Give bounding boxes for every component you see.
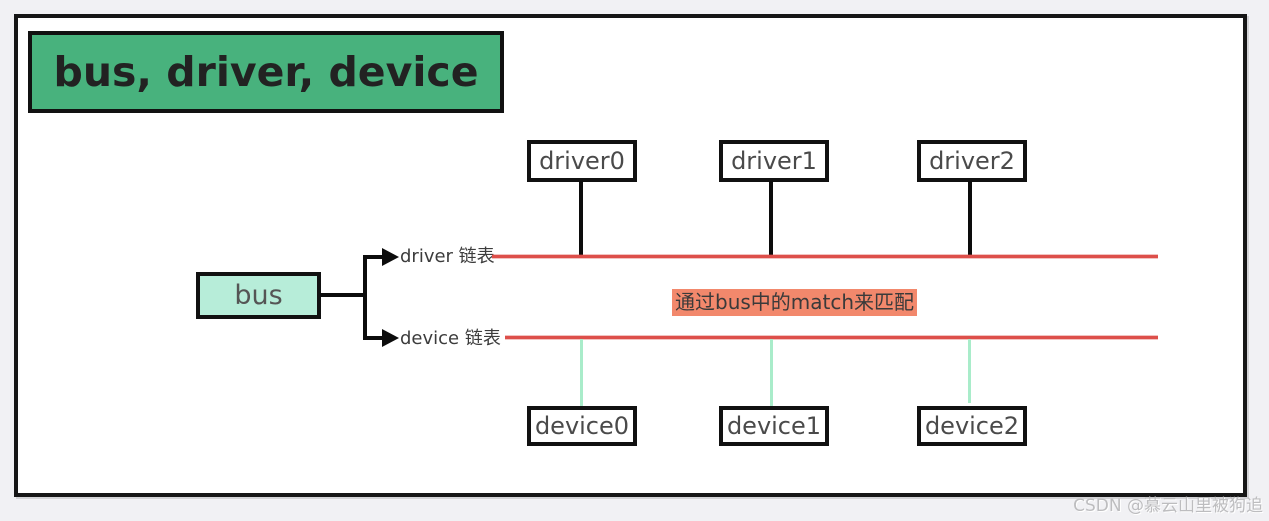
driver-list-label: driver 链表 (400, 246, 495, 267)
bus-box: bus (196, 272, 321, 319)
match-note: 通过bus中的match来匹配 (672, 289, 918, 316)
driver2-box: driver2 (917, 140, 1027, 182)
driver-list-line (492, 255, 1158, 258)
device2-connector (968, 339, 971, 403)
device1-box: device1 (719, 406, 829, 446)
diagram-title: bus, driver, device (28, 31, 504, 113)
driver1-box: driver1 (719, 140, 829, 182)
driver-branch-stub (366, 255, 383, 259)
driver0-connector (579, 181, 583, 258)
device2-box: device2 (917, 406, 1027, 446)
device1-connector (770, 339, 773, 406)
device0-connector (580, 339, 583, 406)
driver1-connector (769, 181, 773, 258)
device0-box: device0 (527, 406, 637, 446)
bus-branch-trunk (363, 255, 367, 340)
device-list-line (505, 336, 1158, 339)
device-list-label: device 链表 (400, 328, 501, 349)
driver2-connector (968, 181, 972, 258)
device-branch-stub (366, 336, 383, 340)
bus-stem-line (320, 293, 366, 297)
driver-branch-arrow-icon (382, 248, 399, 266)
device-branch-arrow-icon (382, 329, 399, 347)
driver0-box: driver0 (527, 140, 637, 182)
watermark: CSDN @慕云山里被狗追 (1073, 496, 1263, 516)
